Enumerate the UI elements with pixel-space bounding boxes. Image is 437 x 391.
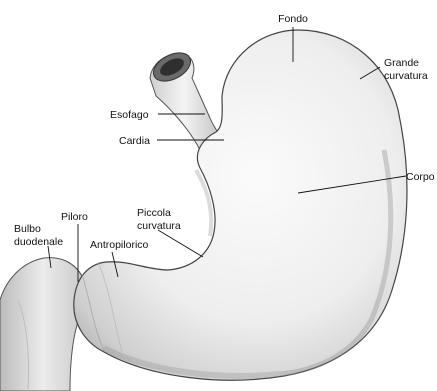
label-bulbo-duodenale-1: Bulbo — [14, 223, 41, 235]
label-grande-curvatura-1: Grande — [384, 57, 419, 69]
label-piccola-curvatura-1: Piccola — [137, 207, 171, 219]
label-piccola-curvatura-2: curvatura — [137, 220, 181, 232]
label-corpo: Corpo — [406, 171, 435, 183]
label-esofago: Esofago — [110, 109, 149, 121]
label-piloro: Piloro — [61, 211, 88, 223]
label-bulbo-duodenale-2: duodenale — [14, 236, 63, 248]
label-antropilorico: Antropilorico — [90, 239, 149, 251]
leader-piccola-curvatura — [158, 230, 203, 257]
label-grande-curvatura-2: curvatura — [384, 70, 428, 82]
label-fondo: Fondo — [278, 13, 308, 25]
duodenum-shape — [0, 258, 86, 391]
stomach-body-shape — [74, 30, 407, 380]
label-cardia: Cardia — [119, 135, 150, 147]
